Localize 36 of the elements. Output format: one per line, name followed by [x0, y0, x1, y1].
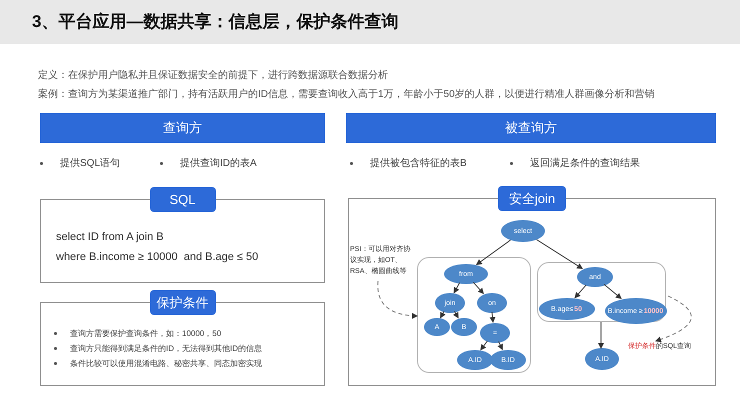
arrow	[574, 284, 587, 298]
arrow	[536, 239, 583, 270]
arrow	[440, 310, 446, 318]
arrow	[598, 322, 604, 349]
arrow	[497, 341, 503, 350]
arrow	[472, 282, 484, 294]
slide-title: 3、平台应用—数据共享：信息层，保护条件查询	[32, 11, 398, 33]
rounded-group-box	[417, 257, 531, 373]
bullet-text: 提供被包含特征的表B	[370, 156, 467, 171]
arrow	[476, 240, 511, 266]
bullet-text: 查询方只能得到满足条件的ID，无法得到其他ID的信息	[70, 343, 262, 355]
titled-panel	[40, 290, 325, 386]
code-line: select ID from A join B	[56, 230, 165, 245]
bullet-text: 查询方需要保护查询条件，如：10000，50	[70, 328, 222, 340]
code-line: where B.income ≥ 10000 and B.age ≤ 50	[56, 250, 258, 265]
bullet-text: 提供SQL语句	[60, 157, 120, 171]
arrow	[454, 282, 460, 294]
definition-text: 定义：在保护用户隐私并且保证数据安全的前提下，进行跨数据源联合数据分析	[38, 68, 388, 83]
definition-text: 案例：查询方为某渠道推广部门，持有活跃用户的ID信息，需要查询收入高于1万，年龄小于50岁的人群，以便进行精准人群画像分析和营销	[38, 88, 655, 102]
panel-tab: 安全join	[498, 186, 566, 211]
dashed-arrow	[377, 280, 418, 319]
header-bar: 查询方	[40, 113, 325, 143]
panel-tab: 保护条件	[150, 290, 216, 315]
bullet-text: 返回满足条件的查询结果	[530, 156, 640, 171]
arrow	[480, 340, 488, 351]
arrow	[490, 312, 496, 324]
arrow	[604, 284, 622, 300]
panel-tab: SQL	[150, 187, 216, 212]
titled-panel	[348, 186, 716, 386]
bullet-text: 提供查询ID的表A	[180, 156, 257, 171]
header-bar: 被查询方	[346, 113, 716, 143]
bullet-text: 条件比较可以使用混淆电路、秘密共享、同态加密实现	[70, 358, 262, 370]
rounded-group-box	[537, 262, 666, 322]
dashed-arrow	[655, 296, 692, 342]
arrow	[453, 310, 459, 319]
titled-panel	[40, 187, 325, 283]
